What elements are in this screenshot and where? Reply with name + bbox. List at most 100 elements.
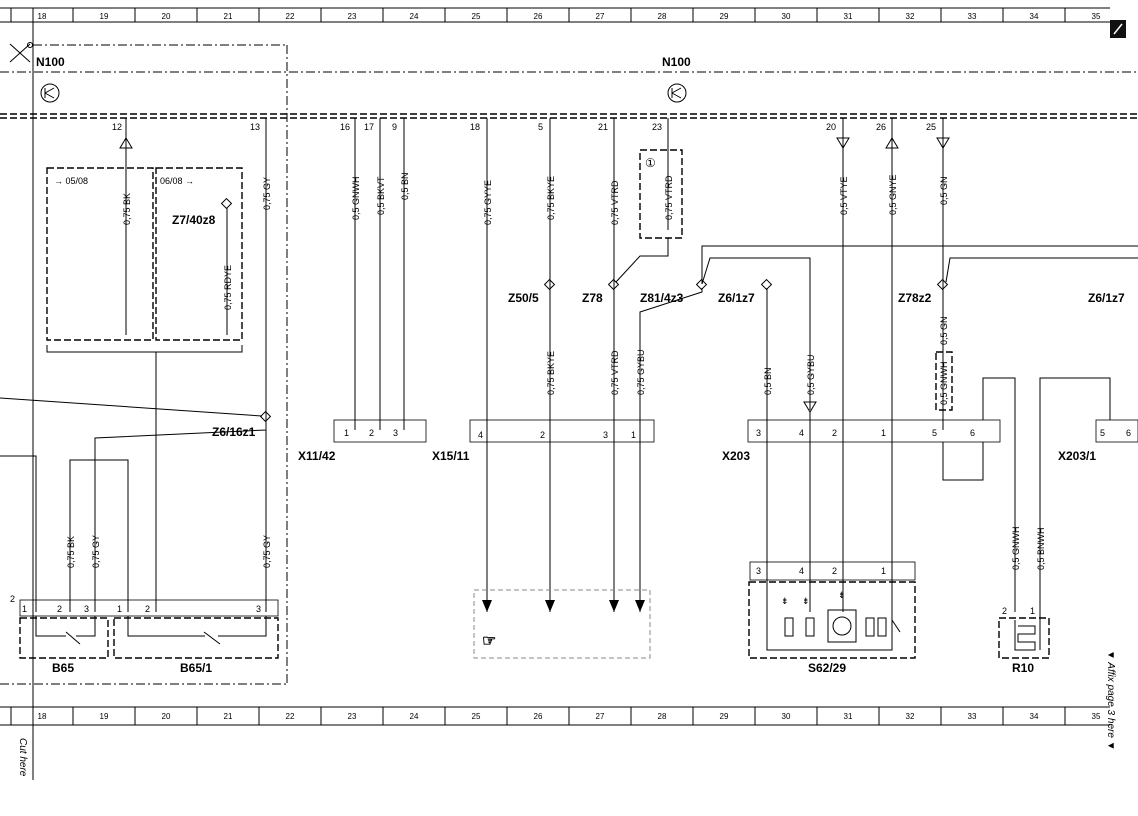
x203-label: X203 — [722, 449, 750, 463]
svg-text:2: 2 — [832, 566, 837, 576]
transistor-icon — [40, 83, 60, 103]
grid-column-number: 31 — [844, 712, 853, 721]
signal-arrow-icon — [119, 137, 133, 149]
svg-text:20: 20 — [826, 122, 836, 132]
svg-text:5: 5 — [1100, 428, 1105, 438]
svg-text:1: 1 — [22, 604, 27, 614]
grid-column-number: 24 — [410, 12, 419, 21]
grid-column-number: 33 — [968, 712, 977, 721]
date-to-label: 06/08 → — [160, 176, 194, 186]
svg-text:3: 3 — [756, 566, 761, 576]
note-box — [639, 149, 683, 239]
svg-text:5: 5 — [932, 428, 937, 438]
svg-text:1: 1 — [881, 566, 886, 576]
affix-page-text: ▼ Affix page 3 here ▼ — [1105, 650, 1116, 751]
grid-column-number: 28 — [658, 712, 667, 721]
grid-column-number: 31 — [844, 12, 853, 21]
wire-label: 0,5 BNWH — [1036, 527, 1046, 570]
grid-column-number: 25 — [472, 12, 481, 21]
note-box — [935, 351, 953, 411]
grid-column-number: 19 — [100, 712, 109, 721]
svg-text:3: 3 — [84, 604, 89, 614]
b65-1-box — [113, 617, 279, 659]
svg-text:1: 1 — [631, 430, 636, 440]
x203-1-connector — [1095, 419, 1138, 443]
wire-label: 0,75 VTRD — [664, 175, 674, 220]
wire-label: 0,5 GN — [939, 176, 949, 205]
switch-icon — [65, 631, 81, 645]
wire-label: 0,75 BKYE — [546, 351, 556, 395]
svg-text:2: 2 — [145, 604, 150, 614]
splice-icon — [259, 410, 272, 423]
svg-text:18: 18 — [470, 122, 480, 132]
wire-label: 0,75 GY — [262, 535, 272, 568]
grid-column-number: 35 — [1092, 712, 1101, 721]
grid-column-number: 32 — [906, 712, 915, 721]
svg-text:17: 17 — [364, 122, 374, 132]
grid-column-number: 32 — [906, 12, 915, 21]
led-icon: ⇟ — [781, 596, 789, 606]
s62-29-box — [748, 581, 916, 659]
splice-z7-40z8: Z7/40z8 — [172, 213, 216, 227]
x203-1-label: X203/1 — [1058, 449, 1096, 463]
grid-column-number: 24 — [410, 712, 419, 721]
scissors-icon — [9, 42, 33, 63]
pin-label: 2 — [10, 594, 15, 604]
svg-text:3: 3 — [256, 604, 261, 614]
b65-connector — [19, 599, 279, 617]
svg-text:1: 1 — [881, 428, 886, 438]
b65-box — [19, 617, 109, 659]
grid-column-number: 29 — [720, 712, 729, 721]
svg-text:26: 26 — [876, 122, 886, 132]
signal-arrow-icon — [936, 137, 950, 149]
wire-label: 0,75 VTRD — [610, 180, 620, 225]
grid-column-number: 23 — [348, 712, 357, 721]
wire-label: 0,5 BKVT — [376, 176, 386, 215]
n100-left-label: N100 — [36, 55, 65, 69]
grid-column-number: 18 — [38, 712, 47, 721]
grid-column-number: 26 — [534, 12, 543, 21]
switch-icon — [203, 631, 221, 645]
wire-label: 0,75 BK — [122, 193, 132, 225]
signal-arrow-icon — [836, 137, 850, 149]
wire-label: 0,75 VTRD — [610, 350, 620, 395]
x15-11-label: X15/11 — [432, 449, 470, 463]
led-icon: ⇟ — [838, 590, 846, 600]
resistor-icon — [865, 617, 875, 637]
grid-column-number: 25 — [472, 712, 481, 721]
svg-text:25: 25 — [926, 122, 936, 132]
grid-column-number: 23 — [348, 12, 357, 21]
svg-text:9: 9 — [392, 122, 397, 132]
signal-arrow-icon — [803, 401, 817, 413]
grid-column-number: 34 — [1030, 12, 1039, 21]
svg-text:1: 1 — [1030, 606, 1035, 616]
svg-text:4: 4 — [799, 428, 804, 438]
sensor-icon — [827, 609, 857, 643]
variant-box-2 — [155, 167, 243, 341]
x11-42-connector — [333, 419, 427, 443]
splice-z78: Z78 — [582, 291, 603, 305]
s62-29-label: S62/29 — [808, 661, 846, 675]
grid-column-number: 30 — [782, 712, 791, 721]
x11-42-label: X11/42 — [298, 449, 336, 463]
svg-text:3: 3 — [603, 430, 608, 440]
svg-text:3: 3 — [393, 428, 398, 438]
grid-column-number: 21 — [224, 712, 233, 721]
resistor-icon — [784, 617, 794, 637]
splice-icon — [220, 197, 233, 210]
s62-29-connector — [749, 561, 916, 581]
pin-label: 12 — [112, 122, 122, 132]
wire-label: 0,75 RDYE — [223, 265, 233, 310]
grid-column-number: 27 — [596, 712, 605, 721]
svg-text:23: 23 — [652, 122, 662, 132]
grid-column-number: 34 — [1030, 712, 1039, 721]
pencil-icon — [1110, 20, 1126, 38]
n100-right-label: N100 — [662, 55, 691, 69]
splice-z6-1z7-b: Z6/1z7 — [1088, 291, 1125, 305]
splice-z50-5: Z50/5 — [508, 291, 539, 305]
grid-column-number: 29 — [720, 12, 729, 21]
wire-label: 0,5 GNWH — [1011, 526, 1021, 570]
svg-text:6: 6 — [970, 428, 975, 438]
r10-label: R10 — [1012, 661, 1034, 675]
